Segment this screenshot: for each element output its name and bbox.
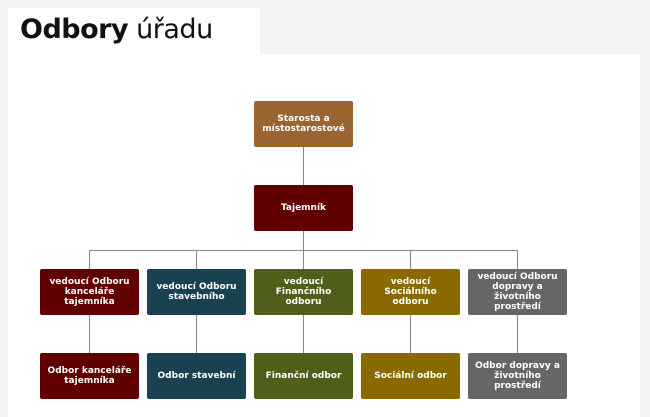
org-node-secretary[interactable]: Tajemník: [254, 185, 353, 231]
org-node-head-building[interactable]: vedoucí Odboru stavebního: [147, 269, 246, 315]
org-node-dept-building[interactable]: Odbor stavební: [147, 353, 246, 399]
title-light: úřadu: [136, 14, 213, 45]
connector: [517, 250, 518, 269]
org-node-head-social[interactable]: vedoucí Sociálního odboru: [361, 269, 460, 315]
connector: [196, 315, 197, 353]
connector: [517, 315, 518, 353]
page-title: Odbory úřadu: [20, 14, 213, 45]
connector: [410, 250, 411, 269]
connector: [89, 315, 90, 353]
org-node-dept-office[interactable]: Odbor kanceláře tajemníka: [40, 353, 139, 399]
org-node-dept-transport[interactable]: Odbor dopravy a životního prostředí: [468, 353, 567, 399]
connector: [303, 315, 304, 353]
connector: [196, 250, 197, 269]
org-node-head-office[interactable]: vedoucí Odboru kanceláře tajemníka: [40, 269, 139, 315]
title-tab: [8, 8, 260, 55]
org-node-mayor[interactable]: Starosta a místostarostové: [254, 101, 353, 147]
title-bold: Odbory: [20, 14, 129, 45]
connector: [303, 147, 304, 185]
connector: [303, 250, 304, 269]
org-node-head-transport[interactable]: vedoucí Odboru dopravy a životního prost…: [468, 269, 567, 315]
connector: [303, 231, 304, 250]
org-node-dept-finance[interactable]: Finanční odbor: [254, 353, 353, 399]
connector: [410, 315, 411, 353]
connector: [89, 250, 90, 269]
org-node-head-finance[interactable]: vedoucí Finančního odboru: [254, 269, 353, 315]
org-node-dept-social[interactable]: Sociální odbor: [361, 353, 460, 399]
